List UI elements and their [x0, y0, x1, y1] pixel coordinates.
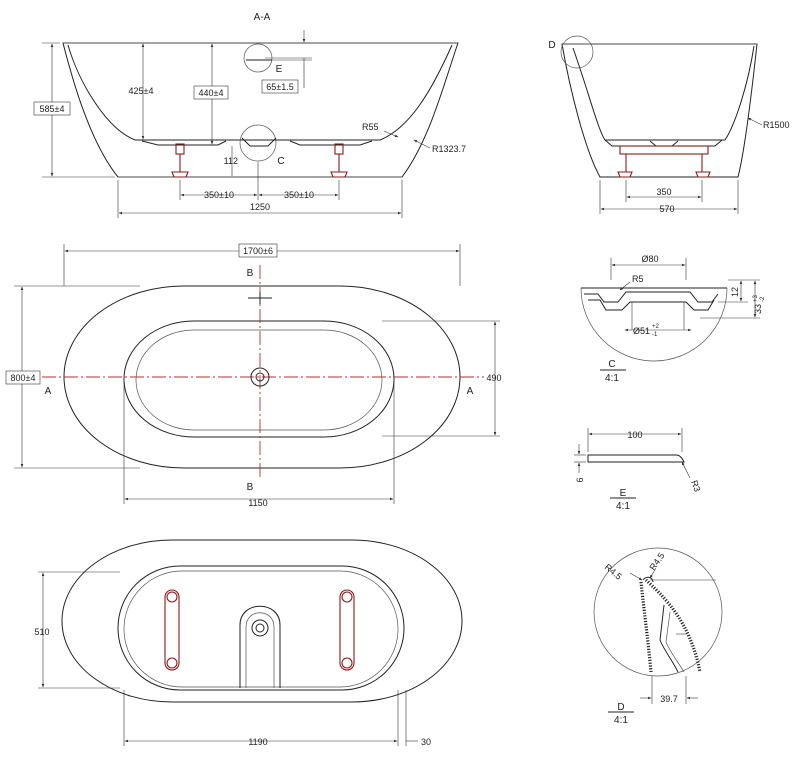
dim-bottom-inner-length: 1190 [248, 737, 267, 747]
tub-side-inner [572, 45, 755, 141]
section-marker-a-left: A [45, 386, 52, 397]
detail-d-wall-left [639, 581, 653, 673]
section-view-a-a: A-A 585±4 425±4 [33, 12, 466, 218]
dim-foot-offset-left: 350±10 [204, 190, 234, 200]
detail-c-marker: C [277, 156, 284, 167]
detail-c-depth-2-tol-lower: -2 [760, 296, 766, 302]
detail-d-radius-right: R4.5 [647, 551, 666, 572]
side-view: D R1500 350 570 [548, 35, 790, 214]
section-title: A-A [254, 12, 271, 23]
detail-e-scale: 4:1 [616, 501, 630, 512]
detail-c-radius: R5 [632, 274, 644, 284]
bottom-foot-right [339, 589, 355, 671]
detail-d: R4.5 R4.5 39.7 D 4:1 [593, 547, 723, 726]
detail-d-label: D [617, 702, 624, 713]
detail-e-radius: R3 [689, 479, 702, 493]
foot-right [330, 143, 348, 178]
dim-depth-inner-1: 425±4 [129, 86, 154, 96]
detail-e-marker: E [276, 64, 283, 75]
detail-c-diameter-bottom-tol-lower: -1 [652, 332, 658, 338]
tub-bottom-outer [61, 539, 463, 703]
detail-c-boundary [580, 287, 728, 362]
radius-outer: R1323.7 [432, 144, 466, 154]
section-marker-b-top: B [247, 268, 254, 279]
foot-left [171, 143, 189, 178]
dim-foot-span: 350 [656, 187, 671, 197]
detail-c-callout [239, 124, 277, 162]
detail-d-boundary [593, 547, 723, 677]
detail-c-diameter-top: Ø80 [641, 254, 658, 264]
side-feet [617, 145, 711, 178]
detail-c-label: C [608, 359, 615, 370]
detail-d-callout [560, 35, 594, 69]
tub-section-outer [62, 42, 459, 178]
dim-overflow-height: 65±1.5 [266, 82, 293, 92]
detail-d-scale: 4:1 [614, 715, 628, 726]
section-marker-b-bottom: B [247, 482, 254, 493]
detail-c: Ø80 R5 12 33 +3 -2 Ø51 +2 -1 C 4:1 [580, 254, 766, 384]
tub-bottom-inner [117, 565, 405, 691]
detail-e-label: E [620, 488, 627, 499]
dim-foot-height: 112 [224, 156, 238, 166]
detail-c-depth-1: 12 [730, 287, 740, 297]
bottom-foot-left [164, 589, 180, 671]
detail-d-offset: 39.7 [660, 694, 678, 704]
radius-inner: R55 [362, 122, 379, 132]
dim-inner-width: 490 [486, 373, 501, 383]
detail-e-length: 100 [627, 430, 642, 440]
dim-bottom-offset: 30 [421, 737, 431, 747]
detail-e-profile [587, 454, 685, 463]
dim-overall-length: 1700±6 [243, 246, 273, 256]
tub-section-inner [67, 44, 453, 141]
section-marker-a-right: A [467, 386, 474, 397]
detail-d-wall-right [644, 578, 702, 673]
detail-c-depth-2: 33 [753, 304, 763, 314]
detail-c-diameter-bottom-tol-upper: +2 [652, 324, 660, 330]
tub-top-inner [123, 320, 395, 438]
detail-c-scale: 4:1 [605, 373, 619, 384]
dim-depth-outer: 585±4 [40, 104, 65, 114]
detail-e: 100 6 R3 E 4:1 [574, 428, 702, 512]
dim-base-length: 1250 [250, 202, 270, 212]
detail-d-radius-left: R4.5 [603, 562, 624, 582]
dim-foot-offset-right: 350±10 [284, 190, 314, 200]
tub-side-outer [561, 43, 758, 178]
detail-c-diameter-bottom: Ø51 [633, 326, 650, 336]
dim-depth-inner-2: 440±4 [199, 88, 224, 98]
dim-inner-length: 1150 [248, 498, 267, 508]
bottom-view: 510 1190 30 [34, 539, 463, 747]
detail-c-depth-2-tol-upper: +3 [753, 294, 759, 302]
detail-e-thickness: 6 [575, 477, 585, 482]
top-view: B B A A 1700±6 800±4 490 1150 [5, 243, 502, 508]
dim-bottom-inner-width: 510 [34, 627, 49, 637]
dim-overall-width: 800±4 [11, 373, 36, 383]
detail-d-marker: D [548, 40, 555, 51]
dim-base-width: 570 [659, 204, 674, 214]
detail-c-profile [584, 291, 719, 303]
radius-side: R1500 [763, 120, 790, 130]
